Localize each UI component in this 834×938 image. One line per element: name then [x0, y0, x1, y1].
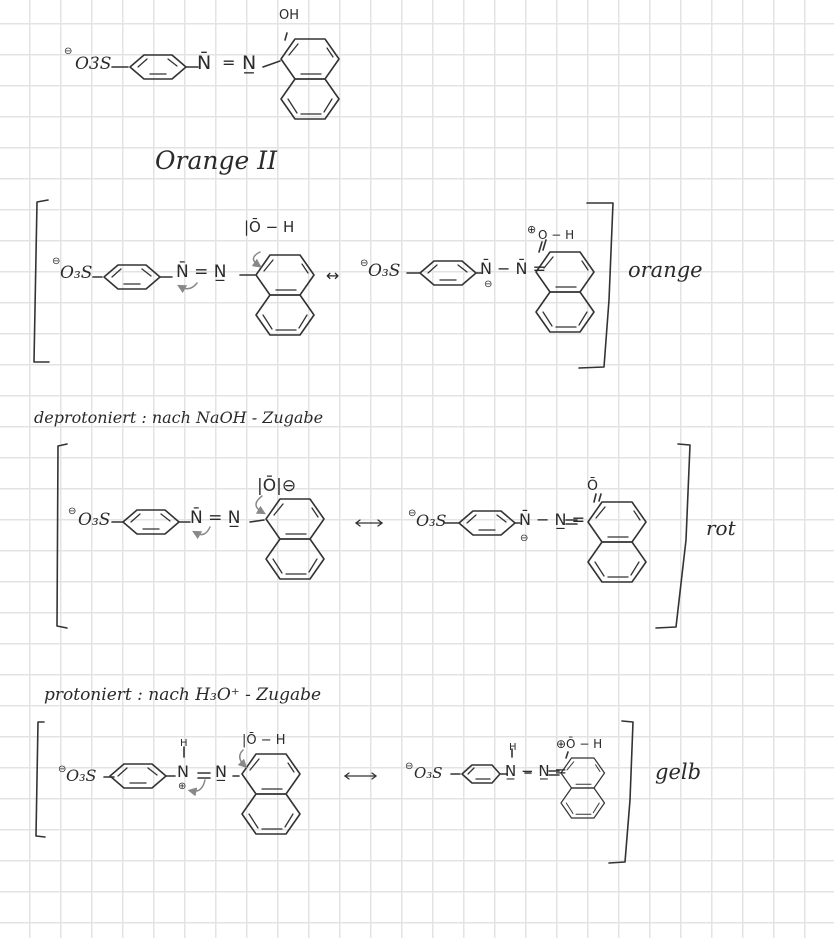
s3-left-sulfonate: O₃S [66, 766, 97, 785]
section-neutral-drawing [33, 199, 614, 369]
s2-right-n-charge: ⊖ [520, 533, 529, 544]
s3-resonance-arrow: ⟷ [338, 766, 339, 767]
azo-n2: N̲ [242, 52, 257, 74]
s3-right-sulfonate: O₃S [414, 764, 443, 782]
s3-left-n2: N̲ [215, 762, 227, 781]
oh-label: OH [279, 8, 300, 23]
sulfonate-group: O3S [75, 54, 112, 74]
s2-left-sulfonate-charge: ⊖ [68, 506, 77, 517]
s2-right-sulfonate: O₃S [416, 511, 447, 530]
s1-left-oxygen: |Ō − H [244, 218, 295, 236]
s2-right-oxygen: Ō [587, 478, 599, 494]
s1-right-o-charge: ⊕ [527, 223, 537, 236]
s1-right-sulfonate: O₃S [368, 261, 401, 281]
s1-right-n-charge: ⊖ [484, 279, 493, 290]
heading-protonated: protoniert : nach H₃O⁺ - Zugabe [44, 685, 322, 705]
heading-deprotonated: deprotoniert : nach NaOH - Zugabe [34, 408, 324, 427]
color-label-orange: orange [628, 258, 703, 282]
section-protonated-drawing [35, 720, 634, 864]
s3-left-sulfonate-charge: ⊖ [58, 764, 67, 775]
s1-left-sulfonate: O₃S [60, 263, 93, 283]
s1-left-azo: N̄ = N̲ [176, 262, 227, 282]
s2-left-sulfonate: O₃S [78, 510, 111, 530]
s3-left-oxygen: |Ō − H [242, 733, 286, 748]
s2-right-sulfonate-charge: ⊖ [408, 508, 417, 519]
s3-left-n-charge: ⊕ [178, 781, 187, 792]
s1-right-oxygen: O − H [538, 228, 575, 242]
s1-left-sulfonate-charge: ⊖ [52, 256, 61, 267]
s3-right-oxygen: ⊕Ō − H [556, 737, 603, 751]
s3-right-n-h: H [509, 742, 517, 753]
azo-n1: N̄ [197, 52, 212, 74]
s2-right-azo: N̄ − N̲ = [519, 510, 586, 529]
s2-left-oxygen: |Ō|⊖ [257, 476, 297, 496]
s1-right-sulfonate-charge: ⊖ [360, 258, 369, 269]
azo-bond: = [222, 53, 236, 72]
sulfonate-charge: ⊖ [64, 46, 73, 57]
s2-left-azo: N̄ = N̲ [190, 508, 241, 528]
s3-left-n1: N [177, 762, 189, 781]
orange-ii-structure [111, 32, 340, 120]
s1-resonance-arrow: ↔ [326, 266, 340, 285]
section-deprotonated-drawing [56, 443, 691, 629]
s1-right-azo: N̄ − N̄ = [480, 259, 547, 278]
color-label-gelb: gelb [655, 760, 702, 784]
compound-name: Orange II [155, 146, 277, 175]
s3-right-azo: N̲ − N̲ = [505, 762, 567, 780]
s3-right-sulfonate-charge: ⊖ [405, 761, 414, 772]
s3-left-n-h: H [180, 738, 188, 749]
color-label-rot: rot [706, 516, 736, 540]
